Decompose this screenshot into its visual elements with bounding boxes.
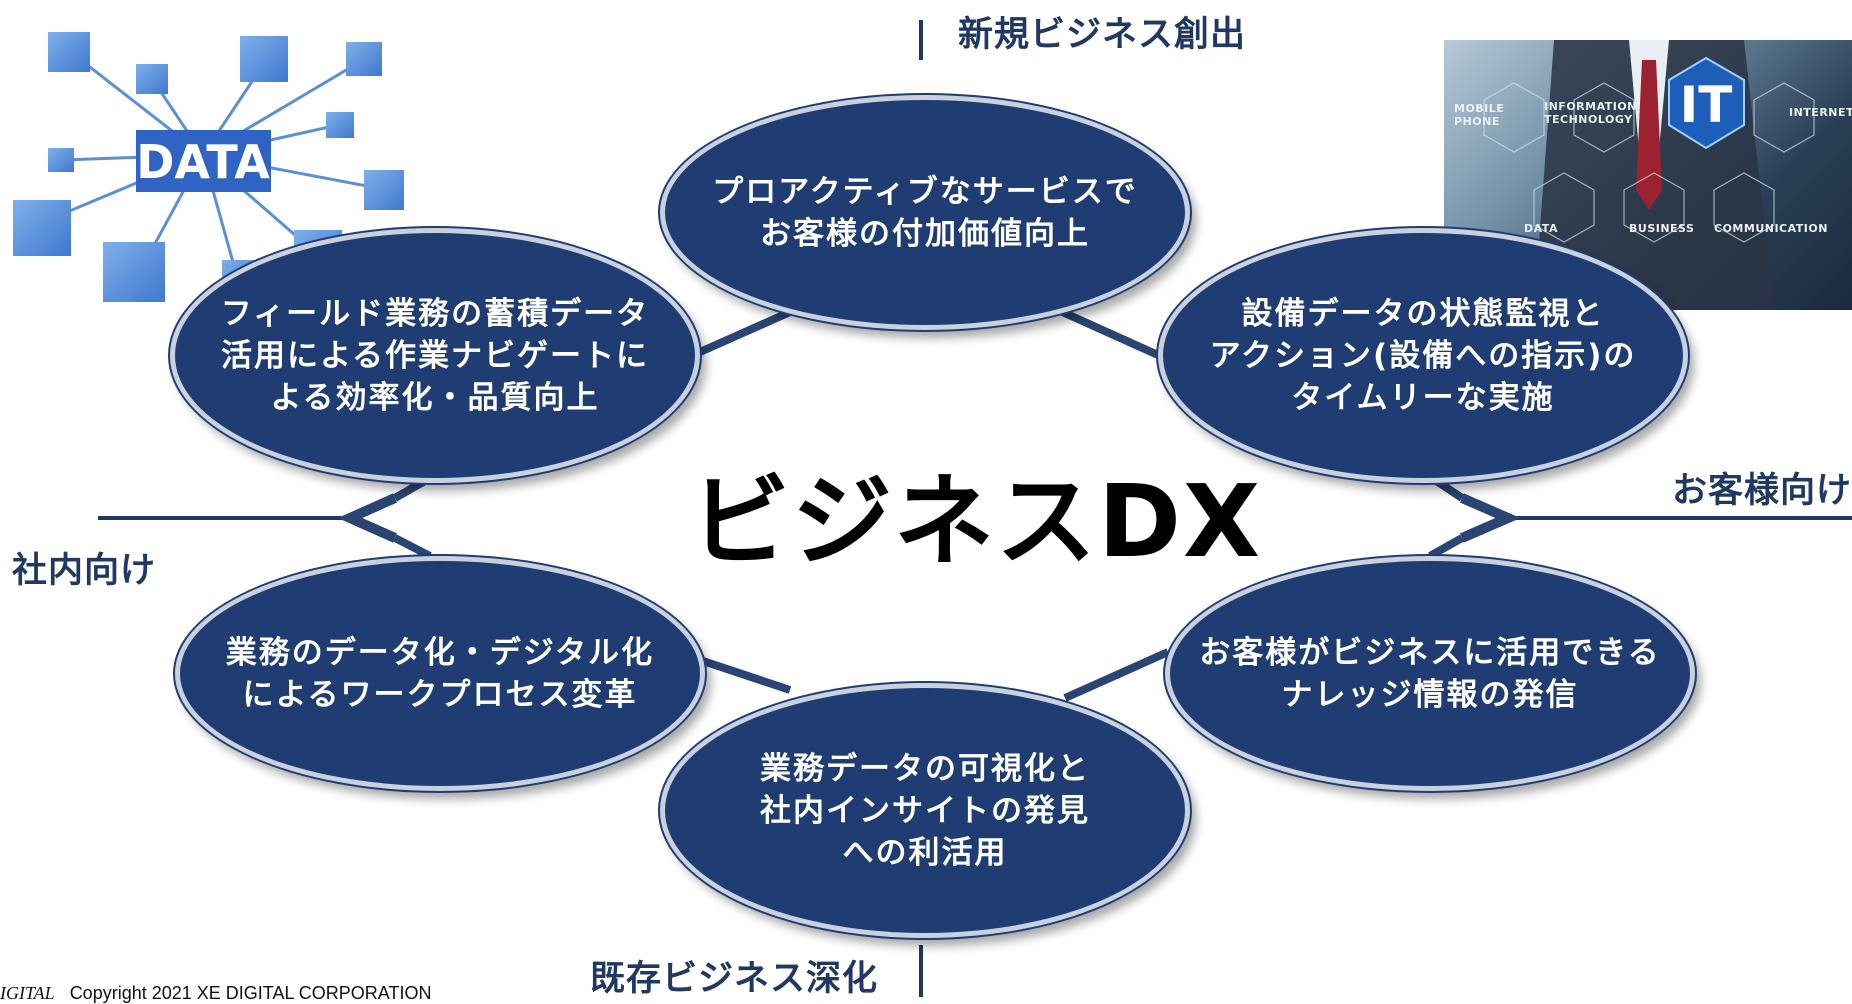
connector-ur-rchev — [1432, 476, 1465, 502]
bubble-lower-left-line-2: によるワークプロセス変革 — [242, 676, 638, 713]
axis-label-right: お客様向け — [1672, 471, 1852, 511]
center-title: ビジネスDX — [690, 463, 1263, 580]
bubble-upper-left-line-1: フィールド業務の蓄積データ — [220, 295, 650, 332]
connector-bottom-ll — [698, 656, 792, 694]
bubble-lower-right-line-2: ナレッジ情報の発信 — [1281, 676, 1579, 713]
bubble-upper-right-line-2: アクション(設備への指示)の — [1209, 337, 1637, 374]
it-keyword-communication: COMMUNICATION — [1714, 222, 1828, 235]
bubble-top-text: プロアクティブなサービスで お客様の付加価値向上 — [712, 171, 1138, 255]
bubble-lower-left: 業務のデータ化・デジタル化 によるワークプロセス変革 — [175, 556, 705, 791]
it-keyword-business: BUSINESS — [1629, 222, 1695, 235]
right-chevron — [1460, 493, 1521, 543]
bubble-upper-left-line-3: よる効率化・品質向上 — [270, 379, 600, 416]
footer-copyright: IGITAL Copyright 2021 XE DIGITAL CORPORA… — [0, 983, 431, 1004]
bubble-bottom-line-3: への利活用 — [842, 834, 1008, 871]
axis-label-bottom: 既存ビジネス深化 — [590, 959, 879, 999]
bubble-top-line-2: お客様の付加価値向上 — [760, 215, 1090, 252]
bubble-lower-left-text: 業務のデータ化・デジタル化 によるワークプロセス変革 — [226, 632, 654, 716]
connector-rchev-lr — [1428, 534, 1464, 560]
axis-label-top: 新規ビジネス創出 — [958, 15, 1247, 55]
bubble-upper-left-text: フィールド業務の蓄積データ 活用による作業ナビゲートに よる効率化・品質向上 — [221, 293, 649, 419]
bubble-lower-right-text: お客様がビジネスに活用できる ナレッジ情報の発信 — [1199, 632, 1660, 716]
axis-label-left: 社内向け — [12, 551, 157, 591]
bubble-upper-left: フィールド業務の蓄積データ 活用による作業ナビゲートに よる効率化・品質向上 — [170, 228, 700, 483]
bubble-bottom-line-2: 社内インサイトの発見 — [760, 792, 1090, 829]
bubble-upper-left-line-2: 活用による作業ナビゲートに — [220, 337, 650, 374]
footer-logo-fragment: IGITAL — [0, 983, 55, 1003]
connector-lr-bottom — [1063, 648, 1170, 702]
connector-ll-lchev — [393, 534, 432, 560]
bubble-lower-right-line-1: お客様がビジネスに活用できる — [1199, 634, 1661, 671]
bubble-bottom-line-1: 業務データの可視化と — [760, 750, 1090, 787]
bubble-top: プロアクティブなサービスで お客様の付加価値向上 — [660, 95, 1190, 330]
it-keyword-information: INFORMATION TECHNOLOGY — [1544, 100, 1637, 126]
it-keyword-data: DATA — [1524, 222, 1558, 235]
bubble-bottom-text: 業務データの可視化と 社内インサイトの発見 への利活用 — [760, 748, 1090, 874]
footer-copyright-text: Copyright 2021 XE DIGITAL CORPORATION — [69, 983, 432, 1003]
bubble-top-line-1: プロアクティブなサービスで — [712, 173, 1138, 210]
bubble-upper-right-text: 設備データの状態監視と アクション(設備への指示)の タイムリーな実施 — [1210, 293, 1637, 419]
connector-ul-top — [698, 308, 792, 356]
connector-top-ur — [1056, 306, 1160, 359]
it-keyword-internet: INTERNET — [1789, 106, 1852, 119]
bubble-lower-right: お客様がビジネスに活用できる ナレッジ情報の発信 — [1165, 556, 1695, 791]
bubble-lower-left-line-1: 業務のデータ化・デジタル化 — [225, 634, 655, 671]
left-chevron — [337, 493, 398, 543]
it-keyword-mobile: MOBILE PHONE — [1454, 102, 1505, 128]
it-image-label: IT — [1680, 76, 1733, 134]
data-image-label: DATA — [136, 135, 270, 189]
bubble-bottom: 業務データの可視化と 社内インサイトの発見 への利活用 — [660, 683, 1190, 938]
bubble-upper-right-line-1: 設備データの状態監視と — [1241, 295, 1605, 332]
bubble-upper-right-line-3: タイムリーな実施 — [1291, 379, 1555, 416]
bubble-upper-right: 設備データの状態監視と アクション(設備への指示)の タイムリーな実施 — [1158, 228, 1688, 483]
